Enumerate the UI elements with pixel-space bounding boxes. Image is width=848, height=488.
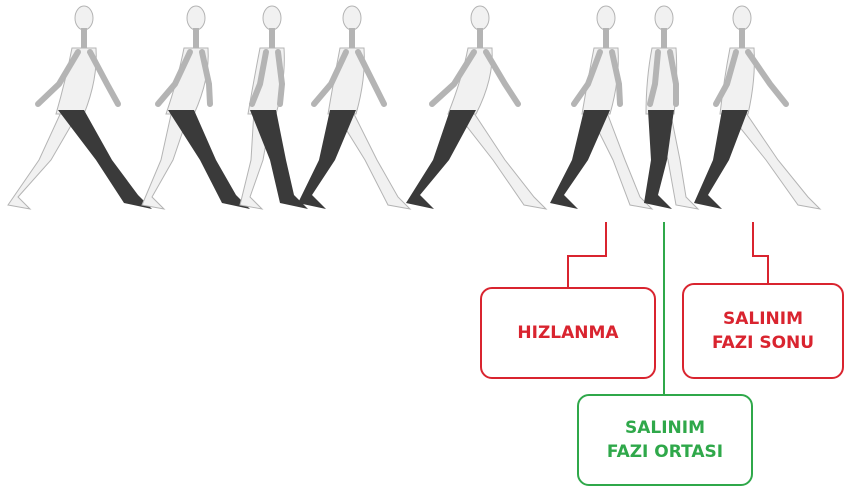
- arm: [199, 49, 213, 107]
- torso: [581, 47, 619, 115]
- leg: [333, 109, 412, 210]
- highlighted-leg: [550, 110, 610, 209]
- head: [470, 5, 490, 31]
- walking-figure: [298, 5, 412, 210]
- highlighted-leg: [168, 110, 250, 209]
- head: [262, 5, 282, 31]
- arm: [483, 49, 521, 107]
- arm: [355, 49, 387, 107]
- arm: [745, 49, 789, 107]
- highlighted-leg: [298, 110, 356, 209]
- arm: [647, 49, 661, 107]
- connector-terminal-swing: [752, 222, 769, 283]
- walking-figure: [141, 5, 250, 210]
- leg: [7, 109, 81, 210]
- highlighted-leg: [694, 110, 748, 209]
- arm: [155, 49, 193, 107]
- label-acceleration: HIZLANMA: [480, 287, 656, 379]
- head: [186, 5, 206, 31]
- arm: [429, 49, 477, 107]
- arm: [667, 49, 679, 107]
- label-terminal-swing: SALINIM FAZI SONU: [682, 283, 844, 379]
- leg: [724, 109, 822, 210]
- head: [732, 5, 752, 31]
- arm: [311, 49, 349, 107]
- leg: [452, 109, 548, 210]
- walking-figure: [550, 5, 654, 210]
- label-terminal-swing-line1: SALINIM: [722, 309, 804, 329]
- highlighted-leg: [406, 110, 476, 209]
- walking-figure: [406, 5, 548, 210]
- walking-figure: [694, 5, 822, 210]
- arm: [275, 49, 286, 107]
- highlighted-leg: [250, 110, 308, 209]
- walking-figure: [7, 5, 152, 210]
- label-mid-swing: SALINIM FAZI ORTASI: [577, 394, 753, 486]
- walking-figures-row: [7, 5, 822, 210]
- arm: [87, 49, 121, 107]
- highlighted-leg: [58, 110, 152, 209]
- label-mid-swing-line1: SALINIM: [624, 418, 706, 438]
- arm: [35, 49, 81, 107]
- walking-figure: [239, 5, 308, 210]
- walking-figure: [644, 5, 700, 210]
- arm: [713, 49, 739, 107]
- highlighted-leg: [644, 110, 674, 209]
- label-terminal-swing-line2: FAZI SONU: [711, 333, 815, 353]
- label-mid-swing-line2: FAZI ORTASI: [606, 442, 724, 462]
- arm: [571, 49, 603, 107]
- head: [74, 5, 94, 31]
- connector-acceleration: [567, 222, 607, 287]
- head: [342, 5, 362, 31]
- arm: [609, 49, 623, 107]
- arm: [249, 49, 269, 107]
- label-acceleration-text: HIZLANMA: [517, 323, 619, 343]
- head: [654, 5, 674, 31]
- head: [596, 5, 616, 31]
